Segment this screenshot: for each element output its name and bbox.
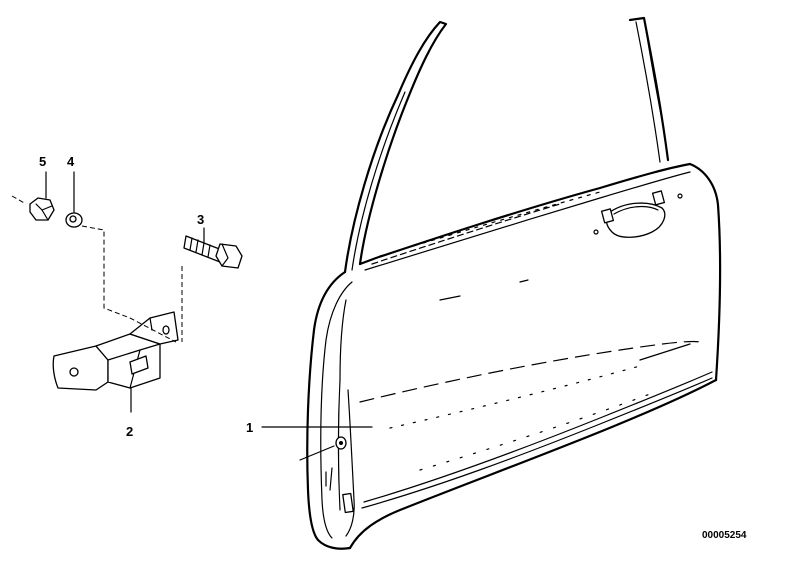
callout-label-2: 2 — [126, 424, 133, 439]
callout-label-3: 3 — [197, 212, 204, 227]
callout-3: 3 — [197, 212, 205, 243]
leader-line-1b — [299, 445, 335, 461]
bracket-part — [52, 311, 179, 391]
assembly-line-nut — [81, 225, 177, 343]
assembly-line-axis — [11, 195, 27, 205]
callout-label-4: 4 — [67, 154, 75, 169]
door-panel — [306, 16, 722, 550]
callout-label-5: 5 — [39, 154, 46, 169]
callout-1: 1 — [246, 420, 373, 461]
bolt-part — [183, 235, 243, 269]
callout-5: 5 — [39, 154, 47, 199]
nut-part — [29, 197, 55, 221]
washer-part — [65, 212, 83, 228]
drawing-number: 00005254 — [702, 530, 747, 541]
callout-4: 4 — [67, 154, 75, 213]
callout-label-1: 1 — [246, 420, 253, 435]
callout-2: 2 — [126, 387, 133, 439]
